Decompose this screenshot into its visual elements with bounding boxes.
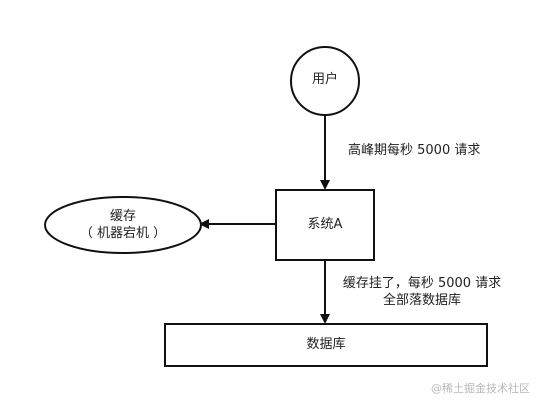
fallback-label-line1: 缓存挂了，每秒 5000 请求 [342,276,502,291]
fallback-label-line2: 全部落数据库 [382,293,461,308]
database-label: 数据库 [306,337,346,352]
cache-label: 缓存 [109,209,136,224]
cache-sublabel: （ 机器宕机 ） [79,226,167,241]
peak-requests-label: 高峰期每秒 5000 请求 [348,143,481,158]
database-node [164,323,488,367]
user-label: 用户 [311,72,338,87]
system-a-label: 系统A [307,217,343,232]
cache-node [44,196,202,254]
system-a-node [275,189,375,261]
watermark: @稀土掘金技术社区 [431,382,530,395]
